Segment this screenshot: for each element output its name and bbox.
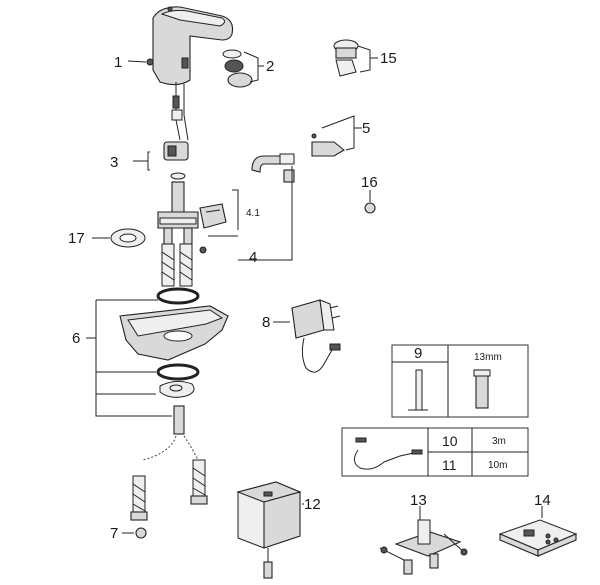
tool-table-size: 13mm xyxy=(474,352,502,363)
callout-5: 5 xyxy=(362,120,370,137)
braided-hoses-upper xyxy=(161,243,193,287)
callout-15: 15 xyxy=(380,50,397,67)
callout-17: 17 xyxy=(68,230,85,247)
tool-table xyxy=(391,344,529,418)
callout-16: 16 xyxy=(361,174,378,191)
washer-ring xyxy=(92,228,146,248)
mounting-assembly xyxy=(157,181,199,245)
clip-part xyxy=(333,39,378,77)
fixing-kit xyxy=(86,287,229,435)
set-screw xyxy=(127,58,154,66)
callout-1: 1 xyxy=(114,54,122,71)
faucet-body xyxy=(152,6,234,86)
callout-12: 12 xyxy=(304,496,321,513)
remote-control xyxy=(498,506,578,557)
callout-2: 2 xyxy=(266,58,274,75)
callout-3: 3 xyxy=(110,154,118,171)
mixing-bracket xyxy=(199,153,295,261)
callout-14: 14 xyxy=(534,492,551,509)
aerator-set xyxy=(222,49,264,88)
end-cap xyxy=(122,527,147,539)
cable-row-2-length: 10m xyxy=(488,460,507,471)
cable-row-1-number: 10 xyxy=(442,433,458,449)
sensor-cable xyxy=(171,82,189,141)
power-adapter xyxy=(273,299,341,373)
callout-13: 13 xyxy=(410,492,427,509)
callout-4-1: 4.1 xyxy=(246,208,260,219)
callout-8: 8 xyxy=(262,314,270,331)
tool-table-number: 9 xyxy=(414,345,422,362)
cable-table xyxy=(341,427,529,477)
small-nut xyxy=(364,190,376,214)
callout-6: 6 xyxy=(72,330,80,347)
solenoid-valve xyxy=(133,141,189,180)
braided-hoses-lower xyxy=(130,459,208,521)
temperature-lever xyxy=(311,115,362,157)
battery-box xyxy=(236,481,304,579)
cable-row-1-length: 3m xyxy=(492,436,506,447)
callout-7: 7 xyxy=(110,525,118,542)
fixing-screws-kit xyxy=(379,506,468,575)
callout-4: 4 xyxy=(249,249,257,266)
hose-routing-lines xyxy=(141,435,199,461)
cable-row-2-number: 11 xyxy=(442,457,457,473)
